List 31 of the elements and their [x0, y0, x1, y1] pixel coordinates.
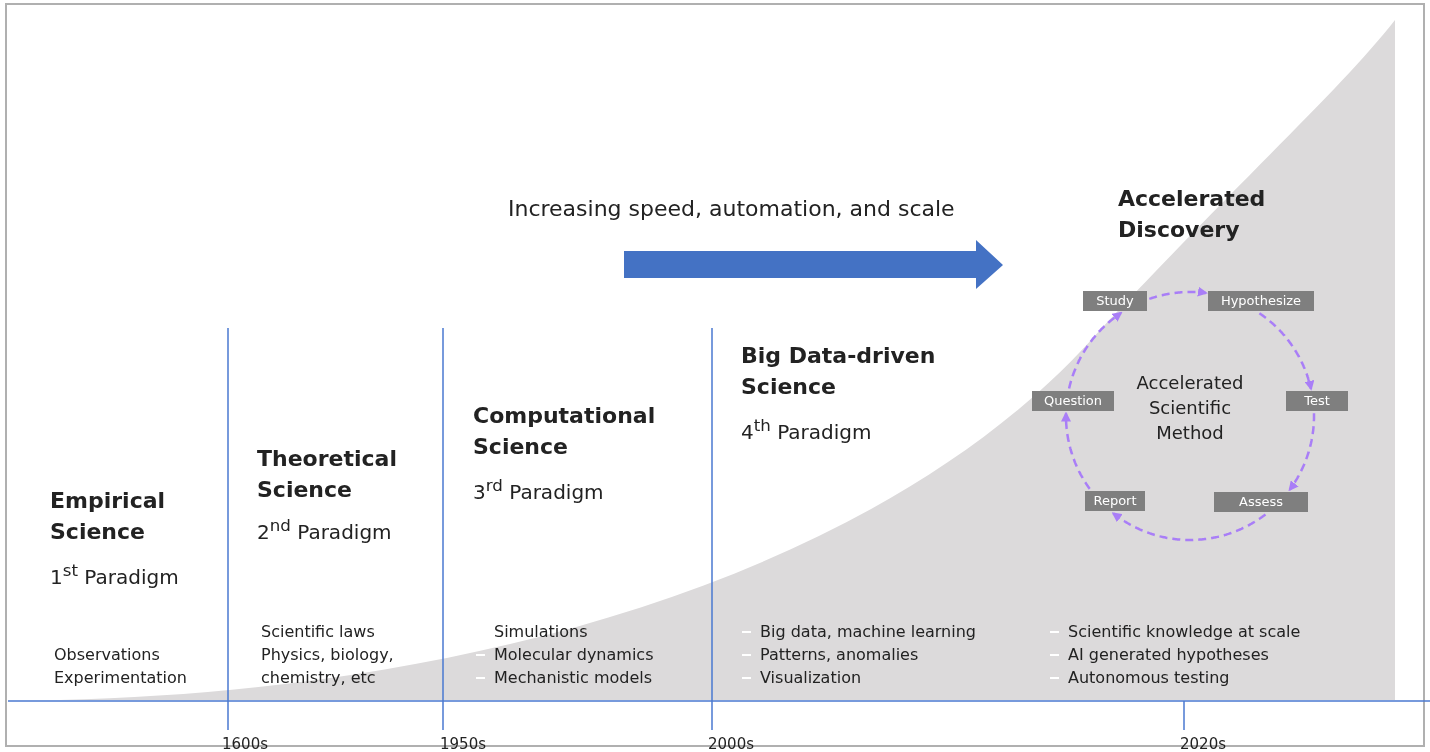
cycle-arrow	[1111, 512, 1267, 542]
cycle-arrow	[1061, 411, 1091, 490]
cycle-arrow	[1288, 412, 1316, 492]
step-box: Report	[1085, 491, 1145, 511]
era-title: Big Data-driven Science	[741, 342, 937, 401]
center-text: Accelerated Scientific Method	[1135, 371, 1245, 445]
heading-text: Accelerated Discovery	[1118, 185, 1267, 244]
cycle-arrow	[1258, 312, 1315, 391]
era-title: Computational Science	[473, 402, 657, 461]
paradigm-label: 3$^{rd}$ Paradigm	[473, 475, 605, 506]
step-box: Question	[1032, 391, 1114, 411]
paradigm-label: 2$^{nd}$ Paradigm	[257, 515, 393, 546]
paradigm-label: 1$^{st}$ Paradigm	[50, 560, 180, 591]
body-text: Scientific laws	[261, 621, 376, 643]
body-text: Physics, biology, chemistry, etc	[261, 644, 395, 689]
era-title: Empirical Science	[50, 487, 167, 546]
step-box: Assess	[1214, 492, 1308, 512]
year-label: 2020s	[1180, 734, 1227, 752]
body-text: Observations	[54, 644, 161, 666]
year-label: 1950s	[440, 734, 487, 752]
cycle-arrow	[1067, 311, 1123, 390]
step-box: Test	[1286, 391, 1348, 411]
year-label: 1600s	[222, 734, 269, 752]
body-text: Experimentation	[54, 667, 188, 689]
era-title: Theoretical Science	[257, 445, 398, 504]
year-label: 2000s	[708, 734, 755, 752]
cycle-arrow	[1148, 286, 1208, 301]
step-box: Hypothesize	[1208, 291, 1314, 311]
heading-text: Increasing speed, automation, and scale	[508, 195, 956, 223]
paradigm-label: 4$^{th}$ Paradigm	[741, 415, 873, 446]
step-box: Study	[1083, 291, 1147, 311]
